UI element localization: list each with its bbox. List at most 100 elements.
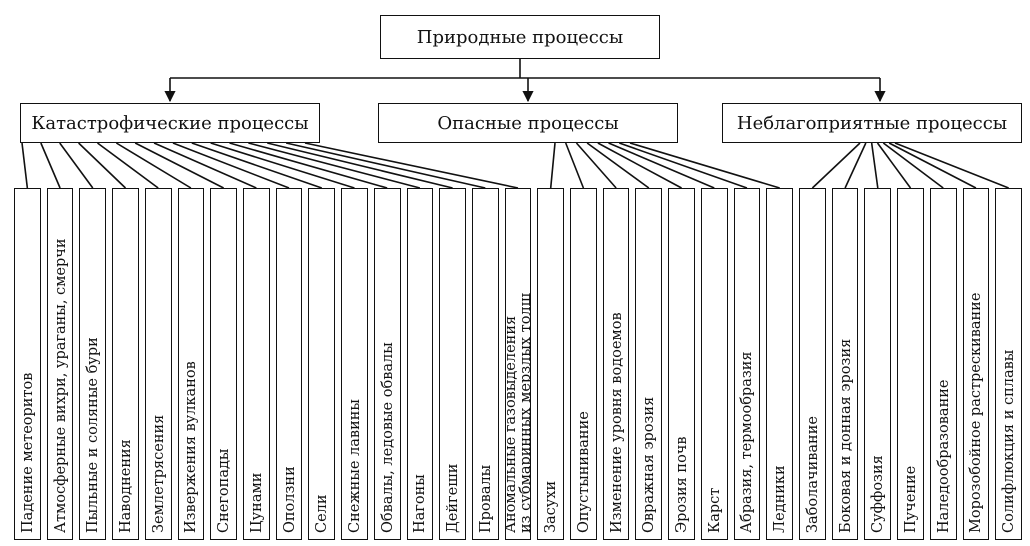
- category-label: Опасные процессы: [437, 112, 619, 134]
- leaf-label: Суффозия: [870, 193, 887, 533]
- leaf-label: Атмосферные вихри, ураганы, смерчи: [53, 193, 69, 533]
- leaf-label-line: Сели: [314, 494, 331, 533]
- root-label: Природные процессы: [416, 26, 624, 48]
- leaf-node: Обвалы, ледовые обвалы: [373, 188, 401, 540]
- leaf-label-line: Извержения вулканов: [183, 361, 200, 533]
- leaf-node: Морозобойное растрескивание: [962, 188, 990, 540]
- leaf-label: Опустынивание: [575, 193, 592, 533]
- leaf-label-line: Оползни: [281, 466, 298, 533]
- leaf-label-line: Карст: [706, 487, 723, 533]
- leaf-node: Эрозия почв: [668, 188, 695, 540]
- leaf-label-line: Заболачивание: [804, 416, 821, 533]
- leaf-label: Снегопады: [216, 193, 233, 533]
- leaf-label: Ледники: [772, 193, 789, 533]
- category-label: Катастрофические процессы: [31, 112, 309, 134]
- leaf-label: Пыльные и соляные бури: [85, 193, 102, 533]
- leaf-node: Провалы: [471, 188, 499, 540]
- leaf-label: Нагоны: [412, 193, 429, 533]
- leaf-label: Падение метеоритов: [19, 193, 36, 533]
- leaf-node: Снегопады: [210, 188, 237, 540]
- leaf-label: Снежные лавины: [346, 193, 363, 533]
- leaf-node: Оползни: [275, 188, 303, 540]
- leaf-label: Извержения вулканов: [183, 193, 200, 533]
- leaf-label: Обвалы, ледовые обвалы: [379, 193, 396, 533]
- leaf-label: Карст: [706, 193, 723, 533]
- leaf-node: Пучение: [897, 188, 924, 540]
- leaf-label: Сели: [314, 193, 331, 533]
- leaf-node: Абразия, термообразия: [733, 188, 761, 540]
- leaf-node: Пыльные и соляные бури: [79, 188, 107, 540]
- leaf-label: Эрозия почв: [674, 193, 691, 533]
- leaf-label: Абразия, термообразия: [739, 193, 756, 533]
- leaf-label-line: Овражная эрозия: [641, 396, 658, 533]
- root-node: Природные процессы: [380, 15, 660, 59]
- leaf-node: Боковая и донная эрозия: [831, 188, 859, 540]
- leaf-label-line: Суффозия: [870, 455, 887, 533]
- leaf-label: Изменение уровня водоемов: [608, 193, 625, 533]
- leaf-label-line: Провалы: [477, 464, 494, 533]
- leaf-label: Морозобойное растрескивание: [968, 193, 985, 533]
- leaf-node: Нагоны: [406, 188, 434, 540]
- leaf-label: Цунами: [248, 193, 265, 533]
- leaf-node: Падение метеоритов: [14, 188, 41, 540]
- leaf-label-line: Ледники: [772, 465, 789, 533]
- leaf-label-line: Засухи: [543, 480, 560, 533]
- leaf-label-line: Солифлюкция и сплавы: [1001, 349, 1018, 533]
- category-label: Неблагоприятные процессы: [736, 112, 1008, 134]
- leaf-label-line: Дейгеши: [445, 463, 462, 533]
- leaf-node: Извержения вулканов: [177, 188, 205, 540]
- leaf-label: Пучение: [903, 193, 919, 533]
- leaf-label: Солифлюкция и сплавы: [1001, 193, 1018, 533]
- leaf-label-line: из субмаринных мерзлых толщ: [517, 292, 532, 533]
- leaf-label-line: Пучение: [903, 465, 919, 533]
- leaf-node: Наледообразование: [929, 188, 957, 540]
- leaf-node: Атмосферные вихри, ураганы, смерчи: [46, 188, 74, 540]
- leaf-label: Землетрясения: [150, 193, 167, 533]
- leaf-node: Изменение уровня водоемов: [602, 188, 630, 540]
- leaf-label-line: Обвалы, ледовые обвалы: [379, 342, 396, 533]
- leaf-node: Снежные лавины: [341, 188, 368, 540]
- leaf-node: Опустынивание: [570, 188, 597, 540]
- leaf-label-line: Боковая и донная эрозия: [837, 338, 854, 533]
- category-catastrophic: Катастрофические процессы: [20, 103, 320, 143]
- leaf-node: Дейгеши: [439, 188, 466, 540]
- leaf-label: Дейгеши: [445, 193, 462, 533]
- leaf-node: Наводнения: [112, 188, 139, 540]
- leaf-node: Цунами: [242, 188, 270, 540]
- leaf-label-line: Снегопады: [216, 448, 233, 533]
- leaf-label: Провалы: [477, 193, 494, 533]
- leaf-node: Сели: [308, 188, 336, 540]
- leaf-label-line: Наледообразование: [935, 379, 952, 533]
- leaf-label-line: Землетрясения: [150, 414, 167, 533]
- leaf-label: Засухи: [543, 193, 560, 533]
- leaf-node: Овражная эрозия: [635, 188, 663, 540]
- leaf-label-line: Морозобойное растрескивание: [968, 292, 985, 533]
- leaf-label-line: Эрозия почв: [674, 436, 691, 533]
- leaf-node: Ледники: [766, 188, 794, 540]
- leaf-label: Наледообразование: [935, 193, 952, 533]
- leaf-label-line: Цунами: [248, 472, 265, 533]
- leaf-label-line: Изменение уровня водоемов: [608, 312, 625, 533]
- leaf-label-line: Абразия, термообразия: [739, 351, 756, 533]
- leaf-node: Суффозия: [864, 188, 892, 540]
- leaf-label: Боковая и донная эрозия: [837, 193, 854, 533]
- leaf-node: Землетрясения: [144, 188, 172, 540]
- category-unfavorable: Неблагоприятные процессы: [722, 103, 1022, 143]
- leaf-label: Овражная эрозия: [641, 193, 658, 533]
- leaf-label-line: Нагоны: [412, 474, 429, 533]
- leaf-label-line: Пыльные и соляные бури: [85, 337, 102, 533]
- leaf-node: Засухи: [537, 188, 565, 540]
- leaf-label: Оползни: [281, 193, 298, 533]
- leaf-node: Заболачивание: [799, 188, 826, 540]
- leaf-label-line: Падение метеоритов: [19, 372, 36, 533]
- leaf-label-line: Опустынивание: [575, 411, 592, 533]
- leaf-label-line: Снежные лавины: [346, 399, 363, 533]
- leaf-node: Карст: [700, 188, 728, 540]
- leaf-node: Солифлюкция и сплавы: [995, 188, 1022, 540]
- leaf-label-line: Аномальные газовыделения: [504, 315, 519, 533]
- leaf-label: Наводнения: [118, 193, 134, 533]
- category-dangerous: Опасные процессы: [378, 103, 678, 143]
